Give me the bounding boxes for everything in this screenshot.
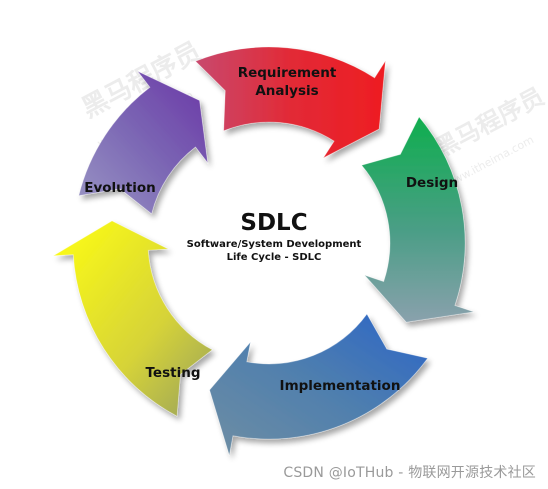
arrow-design	[360, 116, 474, 323]
watermark-brand-right: 黑马程序员	[430, 82, 548, 163]
stage-label-evolution: Evolution	[84, 180, 156, 196]
center-subtitle-line2: Life Cycle - SDLC	[227, 252, 322, 263]
stage-label-implementation: Implementation	[280, 378, 401, 394]
center-subtitle-line1: Software/System Development	[187, 239, 362, 250]
arrow-evolution	[78, 71, 209, 215]
stage-label-testing: Testing	[146, 365, 201, 381]
stage-label-requirement-analysis-line2: Analysis	[255, 83, 318, 99]
center-title: SDLC	[240, 210, 307, 236]
arrow-testing	[53, 220, 213, 417]
credit-watermark: CSDN @IoTHub - 物联网开源技术社区	[283, 465, 536, 481]
arrow-implementation	[209, 313, 429, 456]
cycle-arrows	[53, 46, 474, 456]
stage-label-requirement-analysis: Requirement	[238, 65, 337, 81]
stage-label-design: Design	[406, 175, 458, 191]
arrow-requirement-analysis	[194, 46, 386, 159]
